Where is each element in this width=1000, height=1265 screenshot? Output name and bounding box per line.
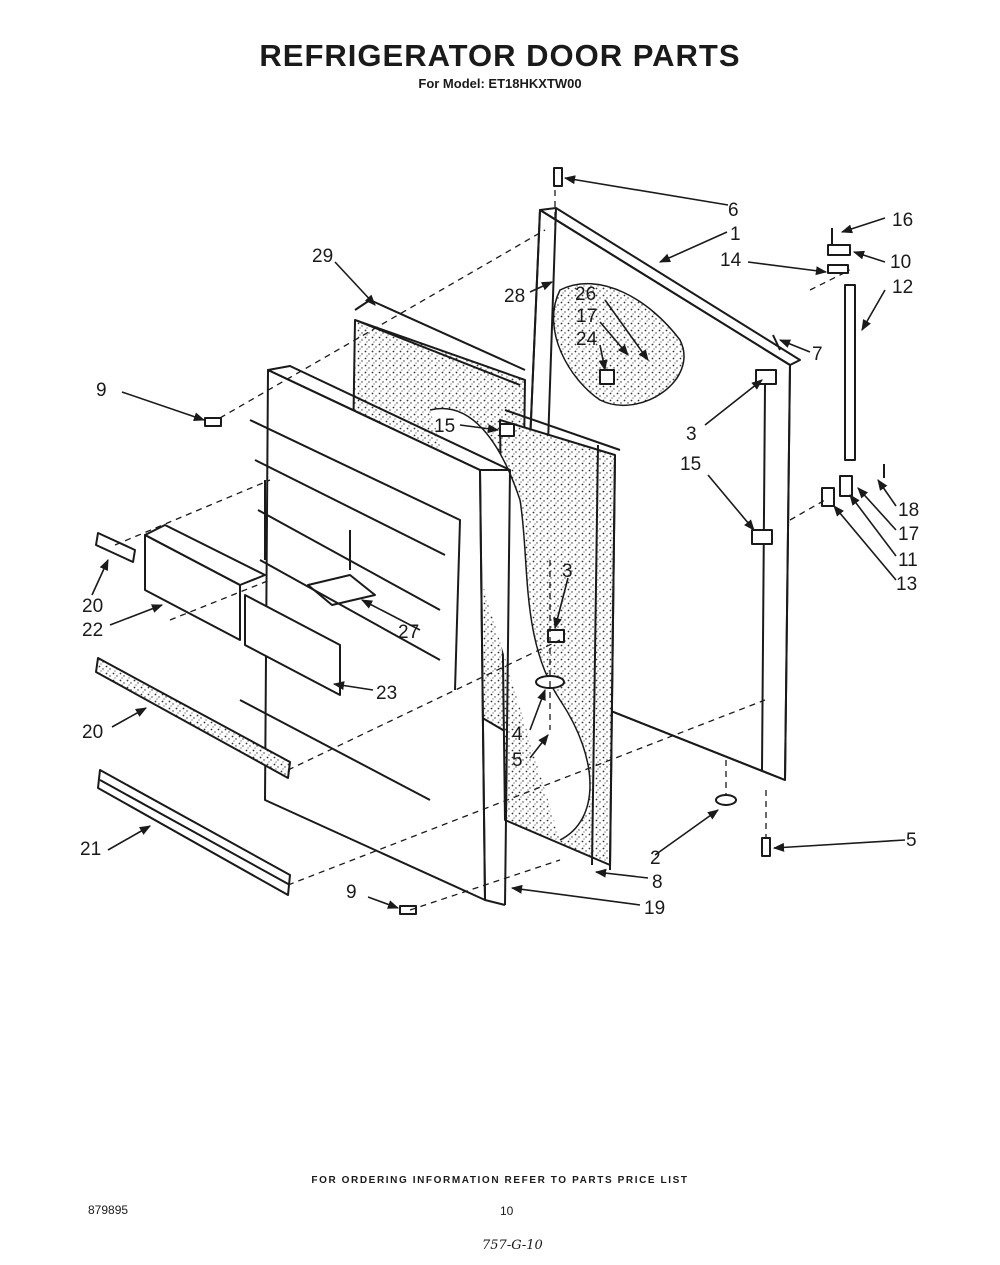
callout-label: 23 (376, 683, 397, 704)
callout-label: 13 (896, 574, 917, 595)
page-number: 10 (500, 1204, 514, 1218)
callout-label: 16 (892, 210, 913, 231)
callout-labels: 6 1 16 10 14 12 29 28 26 17 24 7 9 15 3 … (80, 200, 919, 919)
callout-label: 21 (80, 839, 101, 860)
hinge-hardware (204, 167, 885, 915)
callout-label: 7 (812, 344, 823, 365)
callout-label: 20 (82, 722, 103, 743)
document-number: 879895 (88, 1203, 129, 1217)
door-bins (95, 524, 341, 896)
callout-label: 10 (890, 252, 911, 273)
callout-label: 2 (650, 848, 661, 869)
callout-label: 8 (652, 872, 663, 893)
callout-label: 4 (512, 724, 523, 745)
callout-label: 11 (898, 550, 918, 571)
callout-label: 1 (730, 224, 741, 245)
handwritten-note: 757-G-10 (482, 1238, 543, 1253)
callout-label: 3 (562, 561, 573, 582)
callout-label: 18 (898, 500, 919, 521)
callout-label: 3 (686, 424, 697, 445)
callout-label: 5 (512, 750, 523, 771)
leader-arrows (91, 175, 906, 909)
callout-label: 12 (892, 277, 913, 298)
callout-label: 6 (728, 200, 739, 221)
callout-label: 19 (644, 898, 665, 919)
callout-label: 27 (398, 622, 419, 643)
callout-label: 17 (898, 524, 919, 545)
page-title: REFRIGERATOR DOOR PARTS (259, 38, 741, 73)
callout-label: 26 (575, 284, 596, 305)
callout-label: 28 (504, 286, 525, 307)
callout-label: 5 (906, 830, 917, 851)
model-subtitle: For Model: ET18HKXTW00 (418, 76, 582, 91)
callout-label: 14 (720, 250, 742, 271)
ordering-info-note: FOR ORDERING INFORMATION REFER TO PARTS … (311, 1175, 689, 1186)
callout-label: 9 (96, 380, 107, 401)
callout-label: 15 (434, 416, 455, 437)
guide-lines (114, 190, 851, 911)
callout-label: 9 (346, 882, 357, 903)
callout-label: 15 (680, 454, 701, 475)
callout-label: 20 (82, 596, 103, 617)
callout-label: 24 (576, 329, 598, 350)
inner-liner (239, 365, 511, 906)
callout-label: 22 (82, 620, 103, 641)
callout-label: 17 (576, 306, 597, 327)
callout-label: 29 (312, 246, 333, 267)
